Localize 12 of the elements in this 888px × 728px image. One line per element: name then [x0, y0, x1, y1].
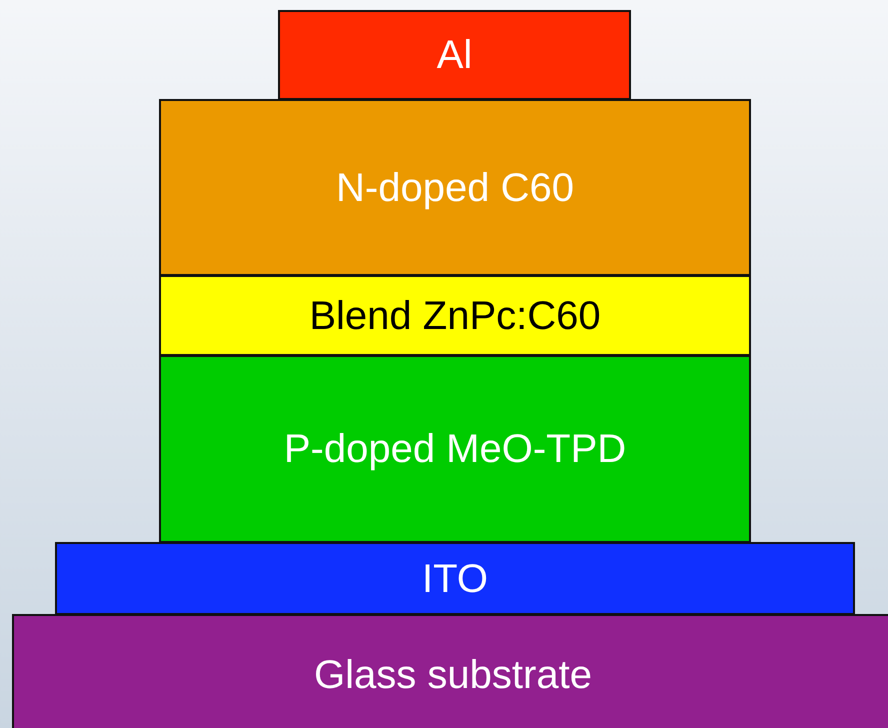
layer-block: [159, 99, 751, 276]
layer-block: [278, 10, 631, 100]
layer-block: [159, 275, 751, 356]
layer-label: P-doped MeO-TPD: [284, 427, 626, 471]
layer-label: Al: [436, 33, 472, 77]
layer-label: ITO: [422, 556, 488, 600]
layer-block: [55, 542, 855, 615]
layer-label: Glass substrate: [314, 653, 592, 697]
layer-label: Blend ZnPc:C60: [309, 294, 601, 338]
layer-block: [159, 355, 751, 543]
layer-label: N-doped C60: [336, 166, 574, 210]
layer-block: [12, 614, 888, 728]
